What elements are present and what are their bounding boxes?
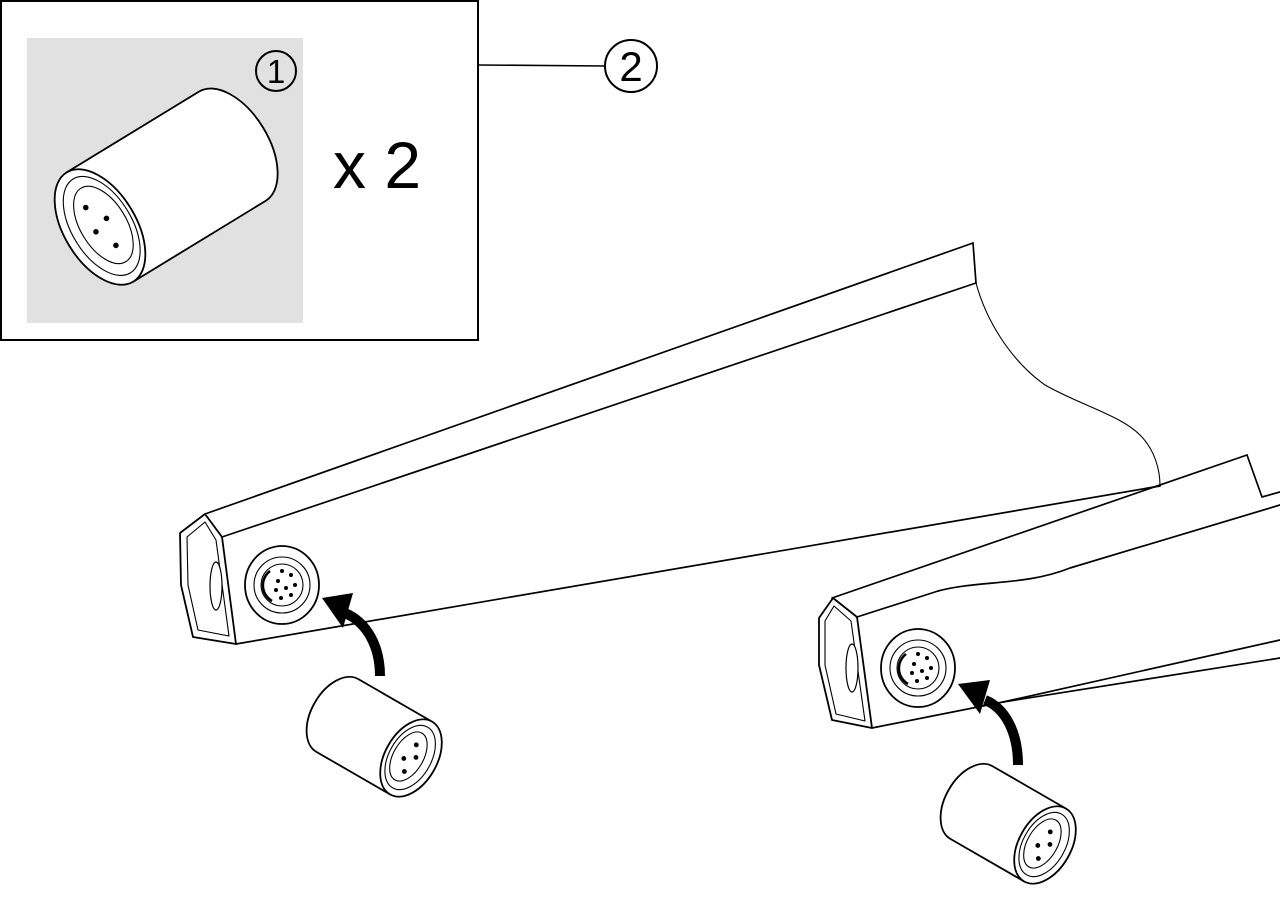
cap-pin-hole bbox=[103, 215, 110, 222]
left-arm-end-cap-inner bbox=[186, 521, 230, 637]
left-install-arrow bbox=[322, 593, 385, 677]
callout-2-circle bbox=[604, 39, 658, 93]
left-connector-cap bbox=[305, 675, 443, 798]
callout-1: 1 bbox=[255, 50, 297, 92]
cap-pin-hole bbox=[413, 755, 419, 760]
socket-pin bbox=[916, 652, 920, 656]
cap-pin-hole bbox=[1047, 829, 1053, 835]
cap-front-ring bbox=[62, 175, 141, 276]
right-arm-bottom-edge bbox=[871, 701, 1004, 729]
cap-front-ring bbox=[384, 724, 436, 791]
socket-outer-rim bbox=[244, 545, 320, 625]
cap-pin-hole bbox=[1035, 856, 1041, 861]
right-arm-connector-socket bbox=[880, 628, 956, 708]
cap-pin-hole bbox=[82, 204, 89, 211]
socket-pin bbox=[276, 579, 280, 583]
socket-ring bbox=[253, 556, 311, 614]
cap-inner-face bbox=[389, 731, 428, 782]
left-arm-end-edge bbox=[972, 242, 977, 284]
socket-pin bbox=[910, 671, 914, 675]
cap-inner-face bbox=[1023, 818, 1062, 869]
right-arm-end-cap-inner bbox=[824, 605, 866, 722]
socket-pin bbox=[289, 573, 293, 577]
socket-pin bbox=[280, 569, 284, 573]
right-arrow-head bbox=[958, 680, 990, 714]
callout-2-number: 2 bbox=[619, 43, 642, 90]
socket-ring bbox=[889, 639, 947, 697]
cap-front-face bbox=[53, 168, 147, 286]
socket-pin bbox=[915, 679, 919, 683]
left-arm-top-edge bbox=[204, 242, 974, 515]
socket-pin bbox=[279, 596, 283, 600]
right-arm-top-edge bbox=[831, 454, 1248, 599]
cap-pin-hole bbox=[401, 756, 407, 761]
right-arm-wedge-lower bbox=[1002, 657, 1280, 703]
right-arrow-shaft bbox=[982, 695, 1023, 766]
right-arm-wedge-upper bbox=[1002, 639, 1280, 703]
right-arm-end-bevel bbox=[1246, 454, 1280, 498]
right-arm-top-face-edge bbox=[856, 504, 1280, 618]
cap-front-ring bbox=[1018, 811, 1070, 878]
left-arm bbox=[179, 242, 1161, 645]
socket-pin bbox=[925, 676, 929, 680]
parts-callout-box: 1 x 2 bbox=[0, 0, 479, 341]
callout-1-circle bbox=[255, 50, 297, 92]
right-arm-collar-front bbox=[845, 643, 859, 693]
socket-key-arc bbox=[897, 652, 909, 686]
callout-leader-line bbox=[478, 64, 606, 67]
left-arm-top-face-edge bbox=[221, 282, 977, 538]
socket-pin bbox=[289, 593, 293, 597]
left-arm-collar-front bbox=[209, 561, 223, 611]
callout-1-number: 1 bbox=[267, 53, 285, 90]
right-connector-cap bbox=[939, 762, 1077, 885]
cap-pin-hole bbox=[113, 242, 119, 249]
left-arm-side-contour bbox=[975, 282, 1161, 487]
cap-pin-hole bbox=[93, 229, 99, 235]
socket-key-arc bbox=[261, 569, 273, 603]
cap-pin-hole bbox=[413, 742, 419, 748]
left-arrow-shaft bbox=[342, 608, 385, 677]
socket-pin bbox=[912, 662, 916, 666]
socket-outer-rim bbox=[880, 628, 956, 708]
cap-pin-hole bbox=[1035, 843, 1041, 848]
cap-pin-hole bbox=[1047, 842, 1053, 847]
left-arm-connector-socket bbox=[244, 545, 320, 625]
socket-pin bbox=[929, 666, 933, 670]
socket-inner-face bbox=[260, 563, 304, 607]
socket-pin bbox=[274, 588, 278, 592]
right-arm bbox=[818, 454, 1280, 729]
socket-pin bbox=[920, 669, 924, 673]
left-arm-bottom-edge bbox=[235, 485, 1161, 645]
socket-pin bbox=[284, 586, 288, 590]
quantity-label: x 2 bbox=[333, 128, 421, 202]
socket-inner-face bbox=[896, 646, 940, 690]
connector-cap-illustration bbox=[53, 87, 279, 286]
cap-inner-face bbox=[73, 185, 134, 265]
left-arrow-head bbox=[322, 593, 353, 628]
socket-pin bbox=[293, 583, 297, 587]
cap-pin-hole bbox=[401, 769, 407, 774]
right-install-arrow bbox=[958, 680, 1023, 766]
callout-2: 2 bbox=[604, 39, 658, 93]
socket-pin bbox=[925, 656, 929, 660]
